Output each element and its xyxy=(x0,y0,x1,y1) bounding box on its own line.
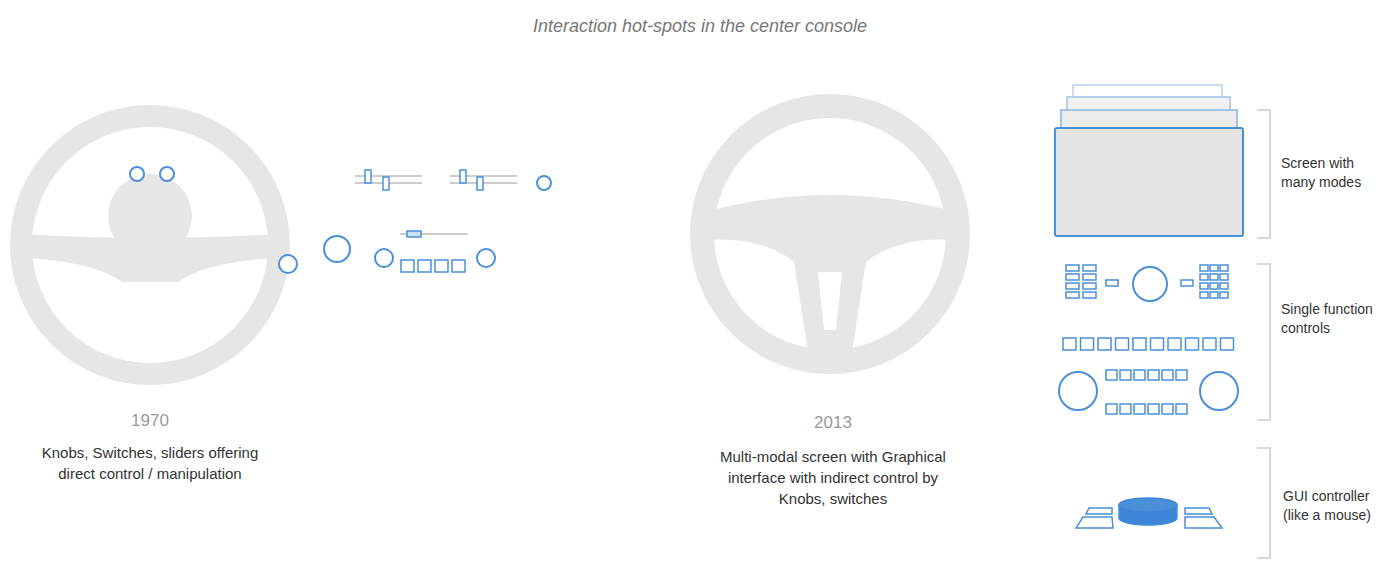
button xyxy=(1200,274,1208,280)
wheel-rim xyxy=(21,116,279,374)
button xyxy=(1210,274,1218,280)
era-description: Multi-modal screen with Graphical interf… xyxy=(718,446,948,509)
screen xyxy=(1055,128,1243,236)
bracket xyxy=(1257,448,1270,558)
button xyxy=(1151,338,1164,350)
button xyxy=(1210,292,1218,298)
button-row xyxy=(401,260,465,272)
button xyxy=(1106,280,1118,286)
wheel-rim xyxy=(702,106,958,362)
button xyxy=(401,260,414,272)
button xyxy=(1083,274,1096,280)
knob xyxy=(477,249,495,267)
button xyxy=(1221,338,1234,350)
wheel-spoke xyxy=(22,234,278,282)
button xyxy=(1220,274,1228,280)
knob xyxy=(324,236,350,262)
button xyxy=(1176,404,1187,414)
brackets xyxy=(1257,110,1270,558)
gui-controller xyxy=(1076,498,1222,528)
button xyxy=(1083,283,1096,289)
button xyxy=(1066,292,1079,298)
button xyxy=(1134,370,1145,380)
button xyxy=(1083,265,1096,271)
button xyxy=(435,260,448,272)
key xyxy=(1185,508,1212,514)
year-label: 1970 xyxy=(40,410,260,432)
button xyxy=(1134,404,1145,414)
button xyxy=(1098,338,1111,350)
wheel-spoke xyxy=(704,195,956,352)
button xyxy=(1210,283,1218,289)
knob xyxy=(279,255,297,273)
button xyxy=(1120,370,1131,380)
knob xyxy=(1059,372,1097,410)
screen-stack xyxy=(1055,85,1243,236)
era-description: Knobs, Switches, sliders offering direct… xyxy=(30,442,270,484)
knob xyxy=(537,176,551,190)
button xyxy=(1106,404,1117,414)
key xyxy=(1076,517,1113,528)
button xyxy=(1203,338,1216,350)
knob xyxy=(160,167,174,181)
slider-tracks xyxy=(355,176,517,234)
knob xyxy=(1200,372,1238,410)
button xyxy=(1133,338,1146,350)
button xyxy=(1210,265,1218,271)
button xyxy=(1200,265,1208,271)
diagram-title: Interaction hot-spots in the center cons… xyxy=(0,16,1400,37)
button xyxy=(1220,292,1228,298)
button xyxy=(1162,370,1173,380)
steering-wheel-2013 xyxy=(702,106,958,362)
button xyxy=(1162,404,1173,414)
button xyxy=(1220,265,1228,271)
key xyxy=(1086,508,1112,514)
key xyxy=(1185,517,1222,528)
button xyxy=(1120,404,1131,414)
bracket-label: Single function controls xyxy=(1281,300,1381,338)
bracket xyxy=(1257,110,1270,238)
button xyxy=(1083,292,1096,298)
controls-1970 xyxy=(130,167,551,273)
button xyxy=(1081,338,1094,350)
slider-handle xyxy=(477,177,483,190)
button xyxy=(1066,265,1079,271)
button xyxy=(1116,338,1129,350)
controller-top xyxy=(1119,498,1177,512)
year-label: 2013 xyxy=(713,412,953,434)
knob xyxy=(1133,267,1167,301)
button xyxy=(1186,338,1199,350)
knob xyxy=(130,167,144,181)
button xyxy=(1066,274,1079,280)
bracket xyxy=(1257,264,1270,420)
slider-handle xyxy=(460,170,466,183)
button xyxy=(1063,338,1076,350)
button xyxy=(1168,338,1181,350)
spoke-cutout xyxy=(818,272,842,330)
button xyxy=(1220,283,1228,289)
steering-wheel-1970 xyxy=(21,116,279,374)
button xyxy=(418,260,431,272)
button xyxy=(1148,404,1159,414)
bracket-label: GUI controller (like a mouse) xyxy=(1283,487,1395,525)
button xyxy=(1106,370,1117,380)
single-function-controls xyxy=(1059,265,1238,414)
bracket-label: Screen with many modes xyxy=(1281,154,1381,192)
button xyxy=(1148,370,1159,380)
button xyxy=(452,260,465,272)
slider-handle xyxy=(383,177,389,190)
button xyxy=(1200,292,1208,298)
slider-handle xyxy=(407,231,421,237)
button xyxy=(1181,280,1193,286)
slider-handles xyxy=(365,170,483,237)
button xyxy=(1176,370,1187,380)
slider-handle xyxy=(365,170,371,183)
button xyxy=(1066,283,1079,289)
button xyxy=(1200,283,1208,289)
knob xyxy=(375,249,393,267)
